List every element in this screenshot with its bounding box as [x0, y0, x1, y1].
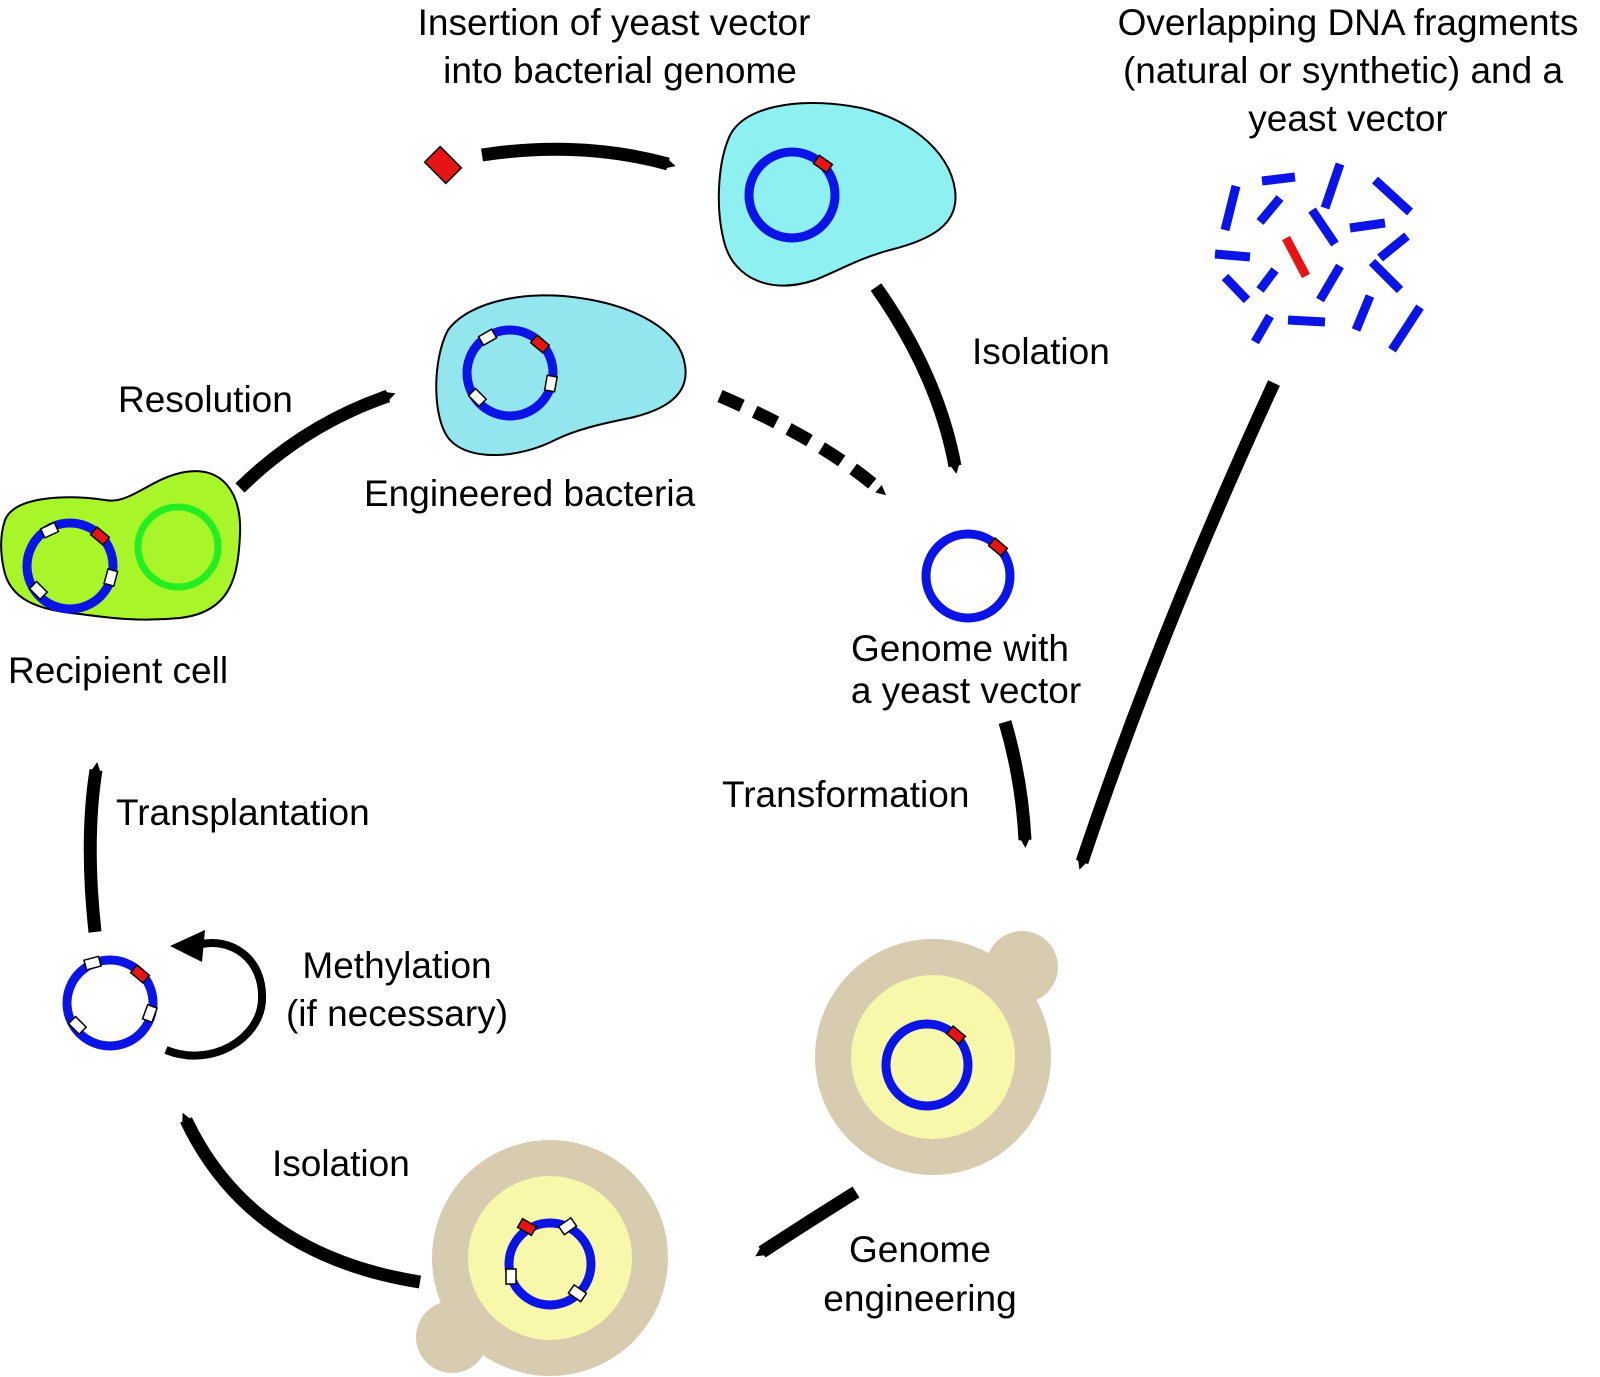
arrow-transformation [998, 720, 1032, 848]
genome-with-yeast-vector [921, 529, 1015, 623]
label-genome-engineering-line2: engineering [823, 1278, 1016, 1319]
methylation-genome-vector-marker [129, 963, 151, 985]
dna-fragment [1388, 304, 1424, 353]
yeast-bottom-edit-marker [567, 1283, 588, 1303]
methylation-genome-circle [62, 955, 158, 1051]
methylation-genome [62, 955, 159, 1051]
dna-fragment [1371, 176, 1414, 216]
yeast-bottom-vector-marker [516, 1217, 538, 1237]
label-methylation-line1: Methylation [302, 945, 491, 986]
arrow-fragments-to-yeast [1075, 380, 1280, 870]
label-insertion-line2: into bacterial genome [443, 50, 797, 91]
dna-fragment [1214, 249, 1251, 262]
free-genome-vector-marker [987, 536, 1009, 558]
yeast-right-genome [881, 1019, 973, 1111]
label-genome-with-vector-line2: a yeast vector [851, 670, 1081, 711]
label-genome-with-vector-line1: Genome with [851, 628, 1069, 669]
methylation-loop-head [170, 930, 205, 962]
dna-fragment [1377, 232, 1410, 262]
dna-fragment [1261, 172, 1296, 186]
label-recipient-cell: Recipient cell [8, 650, 228, 691]
recipient-cell-edit-marker [39, 521, 60, 539]
engineered-bacterium-body [435, 294, 687, 457]
engineered-bacterium-genome [462, 325, 558, 421]
label-methylation-line2: (if necessary) [286, 993, 508, 1034]
dna-fragment [1349, 218, 1386, 233]
label-transplantation: Transplantation [116, 792, 370, 833]
dna-fragment [1221, 273, 1251, 304]
recipient-cell-vector-marker [89, 525, 111, 547]
yeast-cell-bottom [416, 1140, 668, 1376]
dna-fragment [1320, 162, 1345, 210]
arrow-dotted-engineered [717, 390, 887, 496]
engineered-bacterium-edit-marker [467, 387, 488, 408]
bacterium-top-vector-marker [812, 154, 834, 174]
label-transformation: Transformation [722, 774, 969, 815]
engineered-bacterium-vector-marker [529, 333, 551, 355]
dna-fragments [1214, 162, 1424, 353]
dna-fragment [1220, 184, 1241, 232]
recipient-cell-native-genome [134, 503, 222, 591]
arrow-isolation-bottom [180, 1112, 422, 1289]
label-isolation-bottom: Isolation [272, 1143, 410, 1184]
dna-fragment [1256, 195, 1284, 225]
label-resolution: Resolution [118, 379, 293, 420]
methylation-loop [164, 930, 267, 1060]
engineered-bacterium-edit-marker [477, 328, 498, 347]
recipient-cell-genome [22, 518, 118, 614]
label-insertion-line1: Insertion of yeast vector [418, 2, 811, 43]
dna-fragment [1308, 207, 1339, 247]
label-isolation-top: Isolation [972, 331, 1110, 372]
label-fragments-line2: (natural or synthetic) and a [1123, 50, 1564, 91]
yeast-bottom-edit-marker [557, 1216, 578, 1236]
label-fragments-line1: Overlapping DNA fragments [1118, 2, 1579, 43]
dna-fragment [1256, 267, 1279, 293]
arrows [83, 142, 1280, 1289]
dna-fragment [1287, 315, 1326, 327]
label-engineered-bacteria: Engineered bacteria [364, 473, 696, 514]
dna-fragment [1368, 258, 1404, 294]
yeast-cell-right [815, 931, 1058, 1175]
yeast-bottom-edit-marker [505, 1268, 517, 1285]
yeast-right-vector-marker [945, 1024, 967, 1046]
dna-fragment [1351, 294, 1375, 332]
methylation-genome-edit-marker [141, 1003, 159, 1024]
yeast-right-cytoplasm [851, 975, 1015, 1139]
recipient-cell [0, 470, 242, 621]
yeast-bottom-genome [504, 1218, 596, 1310]
dna-fragment [1251, 313, 1274, 345]
dna-fragment [1316, 263, 1344, 303]
labels: Insertion of yeast vector into bacterial… [8, 2, 1578, 1319]
free-genome-circle [921, 529, 1015, 623]
arrow-isolation-top [870, 283, 962, 474]
arrow-genome-engineering [755, 1186, 860, 1258]
dna-fragment [1282, 235, 1310, 279]
bacterium-top [717, 102, 957, 287]
methylation-genome-edit-marker [83, 955, 102, 971]
yeast-vector-fragment [423, 145, 463, 185]
label-genome-engineering-line1: Genome [849, 1229, 991, 1270]
arrow-transplantation [83, 762, 103, 933]
label-fragments-line3: yeast vector [1248, 98, 1447, 139]
recipient-cell-edit-marker [28, 580, 49, 601]
yeast-bottom-cytoplasm [468, 1176, 632, 1340]
bacterium-top-genome [744, 147, 840, 243]
arrow-insertion [481, 142, 676, 171]
engineered-bacterium-edit-marker [543, 374, 559, 393]
engineered-bacterium [435, 294, 687, 457]
arrow-methylation-loop [164, 939, 267, 1060]
methylation-genome-edit-marker [67, 1015, 88, 1036]
arrow-resolution [235, 389, 396, 493]
recipient-cell-edit-marker [103, 568, 119, 587]
